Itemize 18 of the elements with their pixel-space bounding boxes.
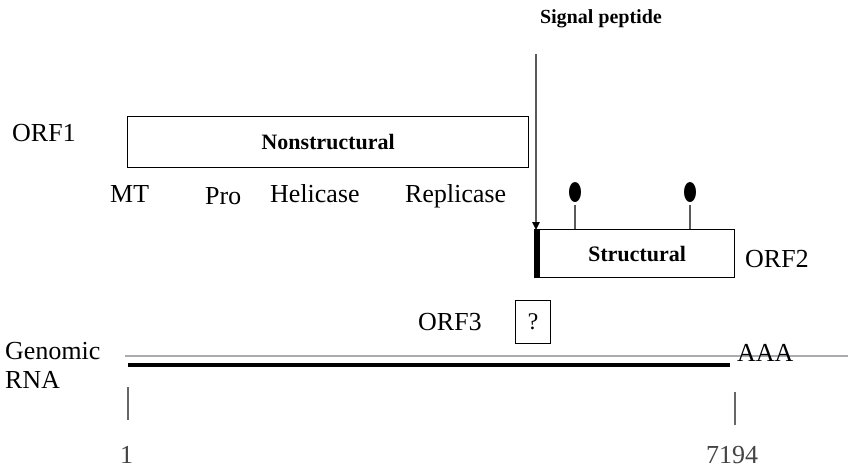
node-label: Nonstructural — [261, 129, 395, 155]
orf-label: ORF3 — [418, 307, 482, 337]
text-label: Replicase — [405, 180, 506, 209]
orf-box — [127, 116, 529, 168]
text-label: Genomic RNA — [5, 337, 102, 394]
orf-label: ORF1 — [12, 118, 76, 148]
callout-text: Signal peptide — [540, 6, 662, 29]
node-label: Structural — [588, 240, 686, 266]
text-label: Helicase — [270, 180, 360, 209]
arrow — [532, 54, 540, 230]
text-label: Pro — [205, 182, 242, 211]
text-label: MT — [110, 180, 149, 209]
text-label: 7194 — [706, 441, 758, 470]
orf-box — [515, 300, 551, 344]
node-label: ? — [528, 308, 538, 336]
orf-box — [534, 229, 735, 278]
text-label: 1 — [120, 441, 133, 470]
orf-label: ORF2 — [745, 244, 809, 274]
